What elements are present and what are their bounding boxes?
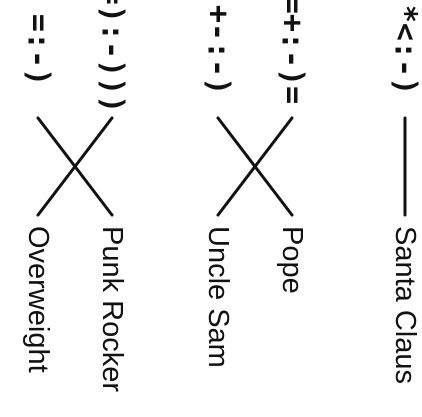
match-line [36, 116, 114, 217]
smiley-column-row: =:-) =):-))) +-:-) =+:-)= *<:-) [21, 0, 422, 113]
name-label: Pope [276, 226, 308, 294]
smiley-emoticon: =):-))) [95, 0, 130, 113]
connector-lines [36, 116, 407, 217]
smiley-emoticon: =:-) [21, 14, 56, 86]
name-label: Punk Rocker [96, 226, 128, 392]
name-label: Overweight [22, 226, 54, 373]
name-label: Uncle Sam [202, 226, 234, 368]
name-label: Santa Claus [389, 226, 421, 384]
name-labels-row: Overweight Punk Rocker Uncle Sam Pope Santa … [22, 226, 421, 392]
smiley-emoticon: =+:-)= [275, 0, 310, 104]
smiley-emoticon: +-:-) [201, 5, 236, 95]
smiley-emoticon: *<:-) [388, 5, 422, 95]
match-line [216, 116, 294, 217]
